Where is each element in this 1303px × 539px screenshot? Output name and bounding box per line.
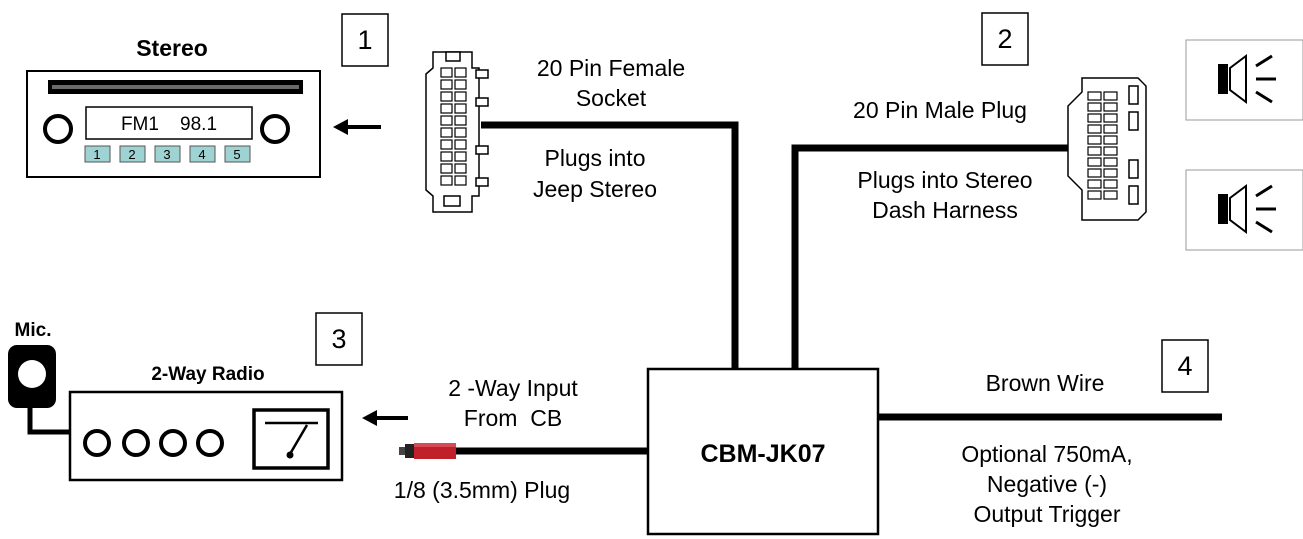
- preset-5: 5: [233, 147, 240, 162]
- mic-label: Mic.: [15, 320, 52, 341]
- radio-title: 2-Way Radio: [151, 364, 264, 385]
- preset-2: 2: [128, 147, 135, 162]
- female-socket-line1: 20 Pin Female: [537, 55, 685, 81]
- step-box-1: 1: [341, 13, 389, 67]
- radio-knob: [159, 429, 187, 457]
- preset-4: 4: [198, 147, 205, 162]
- stereo-left-knob: [43, 114, 73, 144]
- male-plug-line1: 20 Pin Male Plug: [853, 97, 1027, 123]
- speaker-icon: [1185, 169, 1303, 251]
- speaker-icon: [1185, 39, 1303, 121]
- step-number: 2: [997, 24, 1012, 54]
- step-number: 3: [331, 324, 346, 354]
- female-socket-desc2: Jeep Stereo: [533, 176, 657, 202]
- brown-wire-label: Brown Wire: [986, 370, 1105, 396]
- arrow-to-radio-icon: [362, 410, 408, 426]
- plug-label: 1/8 (3.5mm) Plug: [394, 477, 570, 503]
- female-connector-icon: [425, 51, 489, 213]
- wires: [27, 121, 1222, 455]
- step-box-4: 4: [1161, 339, 1209, 393]
- female-socket-line2: Socket: [576, 85, 647, 111]
- stereo-unit: FM1 98.1 1 2 3 4 5: [26, 70, 321, 178]
- wire-mic-cord: [27, 407, 70, 435]
- stereo-right-knob: [260, 114, 290, 144]
- trigger-line3: Output Trigger: [973, 501, 1120, 527]
- male-connector-icon: [1067, 77, 1147, 221]
- stereo-display-text: FM1 98.1: [121, 114, 217, 135]
- radio-knob: [83, 429, 111, 457]
- trigger-line1: Optional 750mA,: [961, 441, 1132, 467]
- cbm-module: CBM-JK07: [646, 367, 880, 536]
- step-box-3: 3: [315, 312, 363, 366]
- wire-female-to-module: [481, 121, 739, 368]
- input-line1: 2 -Way Input: [448, 375, 578, 401]
- male-plug-desc2: Dash Harness: [872, 197, 1018, 223]
- arrow-to-stereo-icon: [333, 119, 381, 135]
- male-plug-desc1: Plugs into Stereo: [857, 167, 1032, 193]
- stereo-cd-slot-gap: [52, 85, 299, 89]
- radio-knob: [122, 429, 150, 457]
- female-socket-desc1: Plugs into: [544, 145, 645, 171]
- stereo-presets: 1 2 3 4 5: [84, 145, 251, 163]
- wire-male-to-module: [791, 144, 1072, 368]
- trigger-line2: Negative (-): [987, 471, 1107, 497]
- radio-knob: [196, 429, 224, 457]
- input-line2: From CB: [464, 405, 562, 431]
- step-box-2: 2: [981, 12, 1029, 66]
- two-way-radio-unit: [68, 390, 344, 482]
- step-number: 1: [357, 25, 372, 55]
- audio-plug-icon: [399, 443, 456, 459]
- module-label: CBM-JK07: [700, 440, 825, 468]
- radio-meter-icon: [252, 408, 330, 470]
- step-number: 4: [1177, 351, 1192, 381]
- preset-3: 3: [163, 147, 170, 162]
- microphone-icon: [8, 345, 56, 408]
- stereo-display: [85, 106, 253, 140]
- preset-1: 1: [93, 147, 100, 162]
- stereo-title: Stereo: [136, 35, 208, 61]
